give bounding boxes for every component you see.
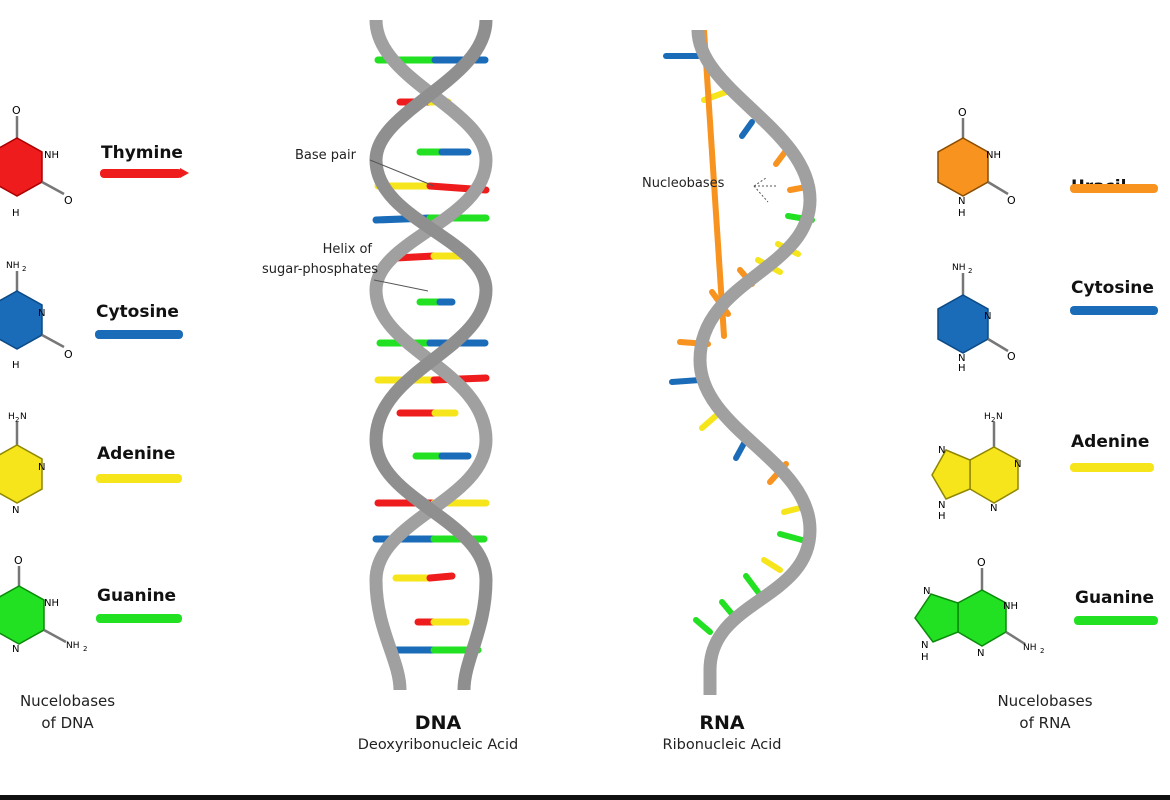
dna-nucleobases-caption: Nucelobases of DNA — [0, 690, 135, 734]
svg-text:O: O — [977, 556, 986, 569]
rna-nucleobases — [663, 30, 815, 635]
svg-text:O: O — [64, 348, 73, 361]
svg-text:O: O — [64, 194, 73, 207]
svg-text:N: N — [1014, 459, 1021, 470]
svg-text:N: N — [984, 311, 991, 322]
svg-text:N: N — [990, 503, 997, 514]
cytosine-rna-color-bar — [1070, 306, 1158, 315]
svg-text:2: 2 — [991, 416, 995, 424]
dna-subtitle: Deoxyribonucleic Acid — [357, 737, 519, 753]
rna-single-strand-diagram — [663, 30, 817, 695]
svg-text:2: 2 — [15, 416, 19, 424]
svg-text:N: N — [923, 586, 930, 597]
dna-double-helix-diagram — [369, 20, 493, 691]
svg-text:NH: NH — [44, 150, 59, 161]
thymine-color-bar — [100, 169, 182, 178]
nucleobases-pointer-lines — [753, 177, 776, 203]
caption-line: Nucelobases — [19, 692, 116, 710]
svg-text:H: H — [958, 208, 966, 219]
svg-text:N: N — [12, 644, 19, 655]
svg-text:NH: NH — [952, 263, 966, 273]
adenine-label: Adenine — [97, 444, 176, 464]
svg-text:H: H — [921, 652, 929, 663]
caption-line: of DNA — [41, 714, 94, 732]
adenine-rna-color-bar — [1070, 463, 1154, 472]
svg-text:O: O — [14, 554, 23, 567]
svg-text:H: H — [984, 412, 991, 422]
svg-text:2: 2 — [83, 645, 87, 653]
guanine-rna-label: Guanine — [1075, 588, 1155, 608]
svg-text:O: O — [1007, 194, 1016, 207]
rna-title: RNA — [699, 712, 745, 734]
helix-annotation-line2: sugar-phosphates — [262, 262, 378, 277]
thymine-structure-icon: O NH O H — [0, 104, 73, 219]
base-pair-pointer-line — [369, 159, 435, 187]
svg-text:N: N — [38, 308, 45, 319]
cytosine-rna-label: Cytosine — [1071, 278, 1154, 298]
svg-text:NH: NH — [6, 261, 20, 271]
uracil-color-bar — [1070, 184, 1158, 193]
svg-text:2: 2 — [1040, 647, 1044, 655]
svg-text:N: N — [921, 640, 928, 651]
svg-text:N: N — [938, 445, 945, 456]
rna-nucleobases-caption: Nucelobases of RNA — [965, 690, 1125, 734]
rna-subtitle: Ribonucleic Acid — [662, 737, 782, 753]
svg-text:N: N — [38, 462, 45, 473]
helix-annotation-line1: Helix of — [322, 242, 372, 257]
svg-text:N: N — [20, 412, 27, 422]
svg-text:H: H — [958, 363, 966, 374]
svg-text:H: H — [12, 360, 20, 371]
svg-text:H: H — [938, 511, 946, 522]
bottom-border — [0, 795, 1170, 800]
svg-text:NH: NH — [66, 641, 80, 651]
nucleobases-annotation: Nucleobases — [642, 176, 725, 191]
adenine-rna-label: Adenine — [1071, 432, 1150, 452]
guanine-rna-color-bar — [1074, 616, 1158, 625]
cytosine-label: Cytosine — [96, 302, 179, 322]
cytosine-color-bar — [95, 330, 183, 339]
rna-sugar-phosphate-backbone — [691, 30, 817, 695]
svg-text:NH: NH — [986, 150, 1001, 161]
helix-pointer-line — [373, 279, 429, 292]
thymine-bar-tip — [180, 168, 189, 178]
dna-sugar-phosphate-backbone — [369, 20, 493, 691]
svg-text:O: O — [1007, 350, 1016, 363]
svg-text:O: O — [12, 104, 21, 117]
svg-text:N: N — [12, 505, 19, 516]
guanine-label: Guanine — [97, 586, 177, 606]
svg-text:O: O — [958, 106, 967, 119]
svg-text:2: 2 — [968, 267, 972, 275]
dna-title: DNA — [414, 712, 462, 734]
svg-text:NH: NH — [1003, 601, 1018, 612]
svg-text:NH: NH — [44, 598, 59, 609]
svg-text:H: H — [8, 412, 15, 422]
svg-text:N: N — [938, 500, 945, 511]
uracil-structure-icon: O NH O N H — [937, 106, 1016, 219]
svg-text:H: H — [12, 208, 20, 219]
thymine-label: Thymine — [101, 143, 183, 163]
base-pair-annotation: Base pair — [295, 148, 356, 163]
svg-text:N: N — [958, 353, 965, 364]
svg-text:NH: NH — [1023, 643, 1037, 653]
caption-line: of RNA — [1019, 714, 1071, 732]
caption-line: Nucelobases — [997, 692, 1093, 710]
guanine-color-bar — [96, 614, 182, 623]
svg-text:N: N — [958, 196, 965, 207]
svg-text:N: N — [977, 648, 984, 659]
adenine-color-bar — [96, 474, 182, 483]
svg-text:2: 2 — [22, 265, 26, 273]
svg-text:N: N — [996, 412, 1003, 422]
